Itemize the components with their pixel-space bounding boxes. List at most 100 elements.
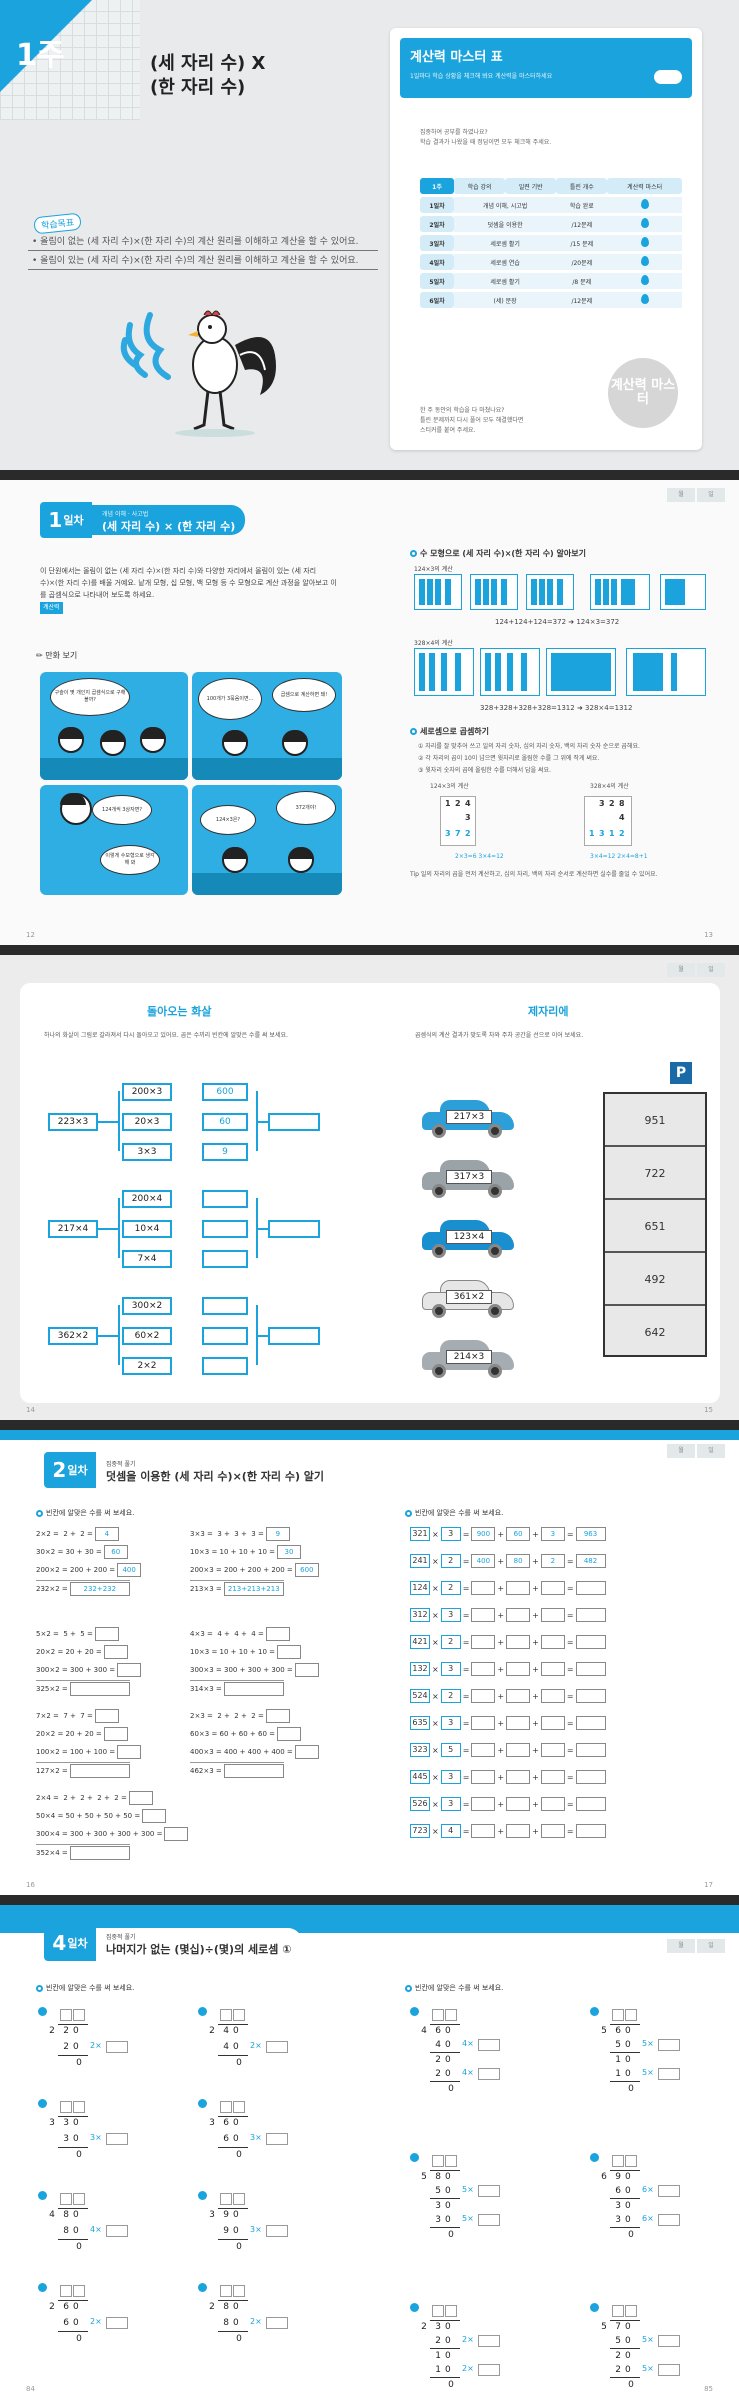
answer-box[interactable] xyxy=(268,1327,320,1345)
drop-icon[interactable] xyxy=(640,218,649,228)
answer-box[interactable] xyxy=(266,2225,288,2237)
answer-box[interactable] xyxy=(478,2214,500,2226)
answer-box[interactable] xyxy=(276,1727,301,1741)
answer-box[interactable] xyxy=(658,2335,680,2347)
quotient-box[interactable] xyxy=(73,2101,85,2113)
answer-box[interactable] xyxy=(164,1827,189,1841)
answer-box[interactable] xyxy=(103,1645,128,1659)
quotient-box[interactable] xyxy=(432,2009,444,2021)
quotient-box[interactable] xyxy=(612,2009,624,2021)
quotient-box[interactable] xyxy=(233,2193,245,2205)
car-4[interactable]: 361×2 xyxy=(422,1280,514,1318)
answer-box[interactable]: 232+232 xyxy=(69,1581,130,1596)
answer-box[interactable] xyxy=(265,1709,290,1723)
answer-box[interactable] xyxy=(223,1763,284,1778)
quotient-box[interactable] xyxy=(73,2193,85,2205)
quotient-box[interactable] xyxy=(220,2285,232,2297)
answer-box[interactable]: 30 xyxy=(276,1545,301,1559)
answer-box[interactable] xyxy=(658,2185,680,2197)
parking-slot[interactable]: 722 xyxy=(605,1147,705,1200)
quotient-box[interactable] xyxy=(60,2193,72,2205)
answer-box[interactable] xyxy=(294,1745,319,1759)
answer-box[interactable] xyxy=(658,2214,680,2226)
parking-slot[interactable]: 651 xyxy=(605,1200,705,1253)
quotient-box[interactable] xyxy=(445,2155,457,2167)
answer-box[interactable] xyxy=(142,1809,167,1823)
quotient-box[interactable] xyxy=(233,2285,245,2297)
drop-icon[interactable] xyxy=(640,199,649,209)
car-3[interactable]: 123×4 xyxy=(422,1220,514,1258)
answer-box[interactable]: 600 xyxy=(294,1563,319,1577)
answer-box[interactable] xyxy=(294,1663,319,1677)
answer-box[interactable]: 213+213+213 xyxy=(223,1581,284,1596)
drop-icon[interactable] xyxy=(640,275,649,285)
drop-icon[interactable] xyxy=(640,256,649,266)
answer-box[interactable] xyxy=(268,1113,320,1131)
car-5[interactable]: 214×3 xyxy=(422,1340,514,1378)
mastery-stamp[interactable]: 계산력 마스터 xyxy=(608,358,678,428)
answer-box[interactable] xyxy=(94,1709,119,1723)
quotient-box[interactable] xyxy=(60,2285,72,2297)
answer-box[interactable] xyxy=(106,2133,128,2145)
answer-box[interactable] xyxy=(106,2317,128,2329)
quotient-box[interactable] xyxy=(625,2155,637,2167)
answer-box[interactable] xyxy=(478,2364,500,2376)
quotient-box[interactable] xyxy=(220,2101,232,2113)
quotient-box[interactable] xyxy=(445,2009,457,2021)
parking-slot[interactable]: 492 xyxy=(605,1253,705,1306)
answer-box[interactable]: 400 xyxy=(117,1563,142,1577)
answer-box[interactable] xyxy=(117,1745,142,1759)
drop-icon[interactable] xyxy=(640,294,649,304)
drop-icon[interactable] xyxy=(640,237,649,247)
answer-box[interactable] xyxy=(276,1645,301,1659)
answer-box[interactable] xyxy=(265,1627,290,1641)
answer-box[interactable]: 60 xyxy=(103,1545,128,1559)
quotient-box[interactable] xyxy=(73,2285,85,2297)
quotient-box[interactable] xyxy=(625,2009,637,2021)
parking-slot[interactable]: 951 xyxy=(605,1094,705,1147)
answer-box[interactable] xyxy=(128,1791,153,1805)
quotient-box[interactable] xyxy=(60,2101,72,2113)
quotient-box[interactable] xyxy=(220,2193,232,2205)
quotient-box[interactable] xyxy=(233,2009,245,2021)
answer-box[interactable] xyxy=(69,1845,130,1860)
answer-box[interactable] xyxy=(117,1663,142,1677)
answer-box[interactable] xyxy=(266,2041,288,2053)
answer-box[interactable] xyxy=(69,1763,130,1778)
answer-box[interactable] xyxy=(658,2039,680,2051)
quotient-box[interactable] xyxy=(612,2155,624,2167)
answer-box[interactable] xyxy=(94,1627,119,1641)
answer-box[interactable] xyxy=(106,2225,128,2237)
quotient-box[interactable] xyxy=(625,2305,637,2317)
car-2[interactable]: 317×3 xyxy=(422,1160,514,1198)
answer-box[interactable]: 9 xyxy=(265,1527,290,1541)
quotient-box[interactable] xyxy=(432,2305,444,2317)
answer-box[interactable] xyxy=(478,2185,500,2197)
quotient-box[interactable] xyxy=(220,2009,232,2021)
answer-box[interactable] xyxy=(266,2317,288,2329)
answer-box[interactable] xyxy=(478,2335,500,2347)
answer-box[interactable]: 4 xyxy=(94,1527,119,1541)
quotient-box[interactable] xyxy=(612,2305,624,2317)
answer-box[interactable] xyxy=(478,2039,500,2051)
answer-box[interactable] xyxy=(658,2068,680,2080)
answer-box[interactable] xyxy=(478,2068,500,2080)
quotient-box[interactable] xyxy=(233,2101,245,2113)
answer-box[interactable] xyxy=(103,1727,128,1741)
quotient-box[interactable] xyxy=(432,2155,444,2167)
answer-box[interactable] xyxy=(69,1681,130,1696)
answer-box[interactable] xyxy=(106,2041,128,2053)
answer-box[interactable] xyxy=(658,2364,680,2376)
quotient-box[interactable] xyxy=(60,2009,72,2021)
parking-slot[interactable]: 642 xyxy=(644,1326,666,1339)
car-1[interactable]: 217×3 xyxy=(422,1100,514,1138)
quotient-box[interactable] xyxy=(445,2305,457,2317)
quotient-box[interactable] xyxy=(73,2009,85,2021)
answer-box[interactable] xyxy=(268,1220,320,1238)
answer-box[interactable] xyxy=(223,1681,284,1696)
answer-box[interactable] xyxy=(266,2133,288,2145)
